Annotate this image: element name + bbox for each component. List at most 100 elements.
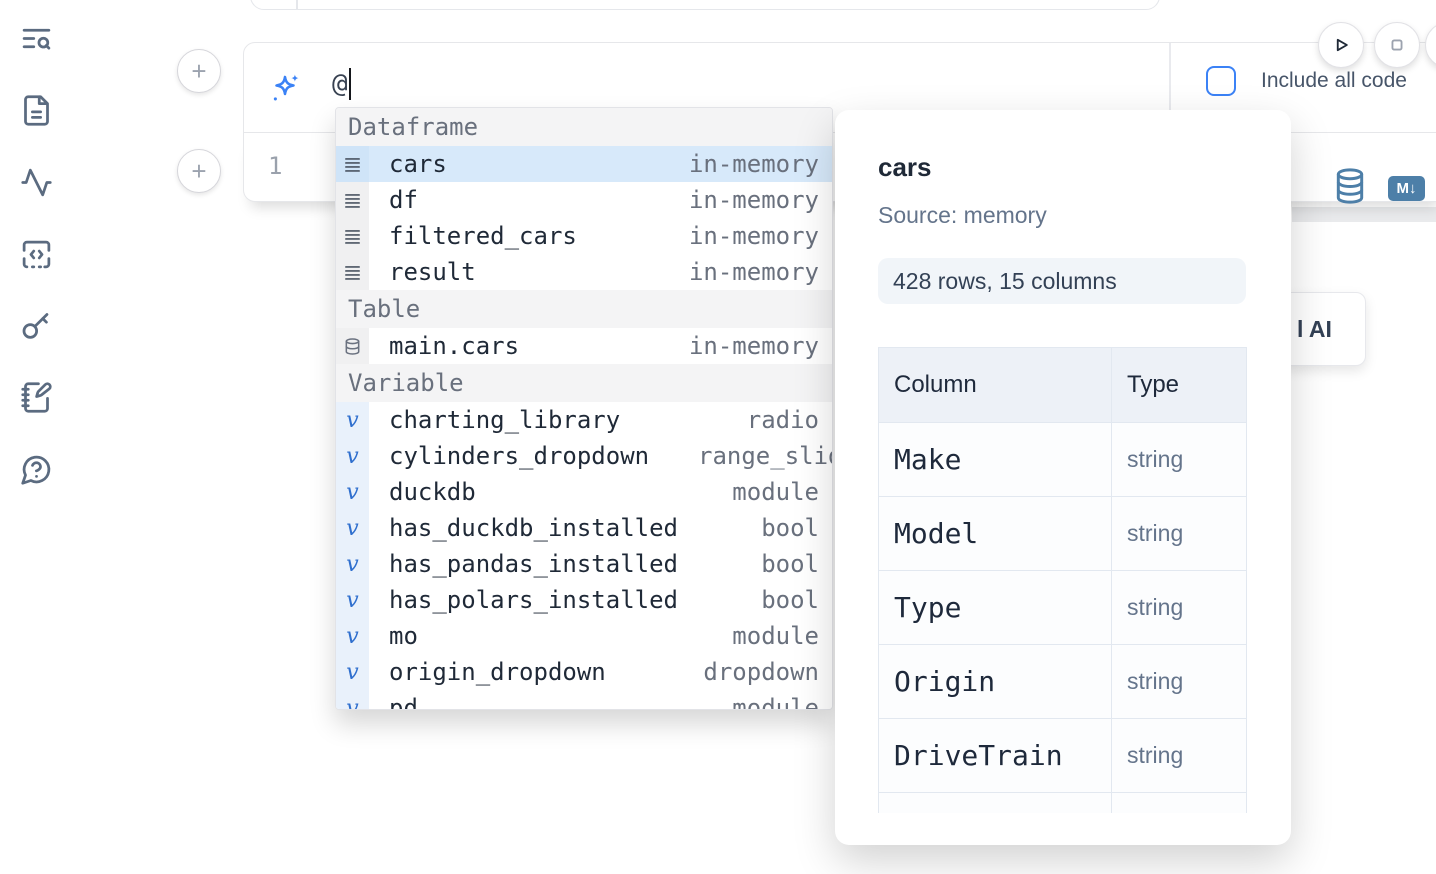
completion-item[interactable]: v has_pandas_installed bool <box>336 546 832 582</box>
completion-item-name: df <box>389 186 418 214</box>
completion-item-type: radio <box>746 406 819 434</box>
dataframe-icon <box>336 254 369 290</box>
help-chat-icon[interactable] <box>18 451 54 487</box>
completion-item[interactable]: v origin_dropdown dropdown <box>336 654 832 690</box>
completion-section-header: Dataframe <box>336 108 832 146</box>
completion-item-name: pd <box>389 694 418 710</box>
completion-item-type: dropdown <box>703 658 819 686</box>
add-cell-button-top[interactable]: + <box>177 49 221 93</box>
completion-item[interactable]: v has_duckdb_installed bool <box>336 510 832 546</box>
prompt-divider <box>1169 43 1171 132</box>
completion-item-type: module <box>732 694 819 710</box>
activity-icon[interactable] <box>18 164 54 200</box>
variable-icon: v <box>336 510 369 546</box>
variable-icon: v <box>336 582 369 618</box>
ai-prompt-input[interactable]: @ <box>332 68 352 100</box>
completion-item-type: module <box>732 622 819 650</box>
schema-column-type: string <box>1111 570 1247 645</box>
completion-item[interactable]: main.cars in-memory <box>336 328 832 364</box>
variable-icon: v <box>336 690 369 709</box>
completion-section-header: Table <box>336 290 832 328</box>
schema-column-name: DriveTrain <box>878 718 1112 793</box>
completion-item-type: in-memory <box>688 150 819 178</box>
completion-item-type: bool <box>761 550 819 578</box>
stop-button[interactable] <box>1374 22 1420 68</box>
completion-item[interactable]: result in-memory <box>336 254 832 290</box>
completion-item-name: charting_library <box>389 406 621 434</box>
toc-search-icon[interactable] <box>18 20 54 56</box>
completion-item-type: bool <box>761 514 819 542</box>
add-cell-button-bottom[interactable]: + <box>177 149 221 193</box>
line-number: 1 <box>268 152 283 180</box>
completion-item-type: in-memory <box>688 222 819 250</box>
text-cursor <box>348 68 352 100</box>
completion-item-name: origin_dropdown <box>389 658 606 686</box>
schema-header-cell: Type <box>1111 347 1247 423</box>
completion-item-type: in-memory <box>688 258 819 286</box>
variable-icon: v <box>336 474 369 510</box>
schema-column-type: string <box>1111 644 1247 719</box>
code-snippet-icon[interactable] <box>18 236 54 272</box>
variable-icon: v <box>336 618 369 654</box>
schema-column-type: string <box>1111 496 1247 571</box>
include-all-code-checkbox[interactable] <box>1206 66 1236 96</box>
database-icon <box>336 328 369 364</box>
variable-icon: v <box>336 546 369 582</box>
schema-column-type <box>1111 792 1247 813</box>
preview-shape-badge: 428 rows, 15 columns <box>878 258 1246 304</box>
schema-column-name: Origin <box>878 644 1112 719</box>
schema-column-name: Type <box>878 570 1112 645</box>
completion-item-name: cars <box>389 150 447 178</box>
completion-item-type: in-memory <box>688 186 819 214</box>
ai-button-label: l AI <box>1297 315 1332 342</box>
prompt-text: @ <box>332 69 348 99</box>
schema-row <box>878 792 1247 813</box>
schema-column-name: Model <box>878 496 1112 571</box>
completion-section-header: Variable <box>336 364 832 402</box>
completion-item-name: cylinders_dropdown <box>389 442 650 470</box>
variable-icon: v <box>336 438 369 474</box>
dataframe-icon <box>336 146 369 182</box>
dataframe-preview-panel: cars Source: memory 428 rows, 15 columns… <box>835 110 1291 845</box>
completion-item-name: result <box>389 258 476 286</box>
completion-item-name: main.cars <box>389 332 520 360</box>
completion-item-name: has_duckdb_installed <box>389 514 678 542</box>
dataframe-icon <box>336 218 369 254</box>
completion-item[interactable]: v pd module <box>336 690 832 710</box>
completion-item-name: has_pandas_installed <box>389 550 678 578</box>
cell-gutter-divider <box>296 0 298 9</box>
completion-item[interactable]: cars in-memory <box>336 146 832 182</box>
schema-column-type: string <box>1111 422 1247 497</box>
run-cell-button[interactable] <box>1318 22 1364 68</box>
generate-with-ai-button[interactable]: l AI <box>1280 292 1366 366</box>
schema-column-name <box>878 792 1112 813</box>
completion-item-name: mo <box>389 622 418 650</box>
file-document-icon[interactable] <box>18 92 54 128</box>
completion-item-name: has_polars_installed <box>389 586 678 614</box>
completion-item-type: module <box>732 478 819 506</box>
scratchpad-icon[interactable] <box>18 379 54 415</box>
key-icon[interactable] <box>18 307 54 343</box>
datasource-database-icon[interactable] <box>1334 167 1366 205</box>
variable-icon: v <box>336 654 369 690</box>
completion-item[interactable]: df in-memory <box>336 182 832 218</box>
schema-header-cell: Column <box>878 347 1112 423</box>
completion-item-type: in-memory <box>688 332 819 360</box>
include-all-code-label: Include all code <box>1261 69 1407 92</box>
markdown-toggle-icon[interactable]: M↓ <box>1388 176 1425 201</box>
schema-column-name: Make <box>878 422 1112 497</box>
